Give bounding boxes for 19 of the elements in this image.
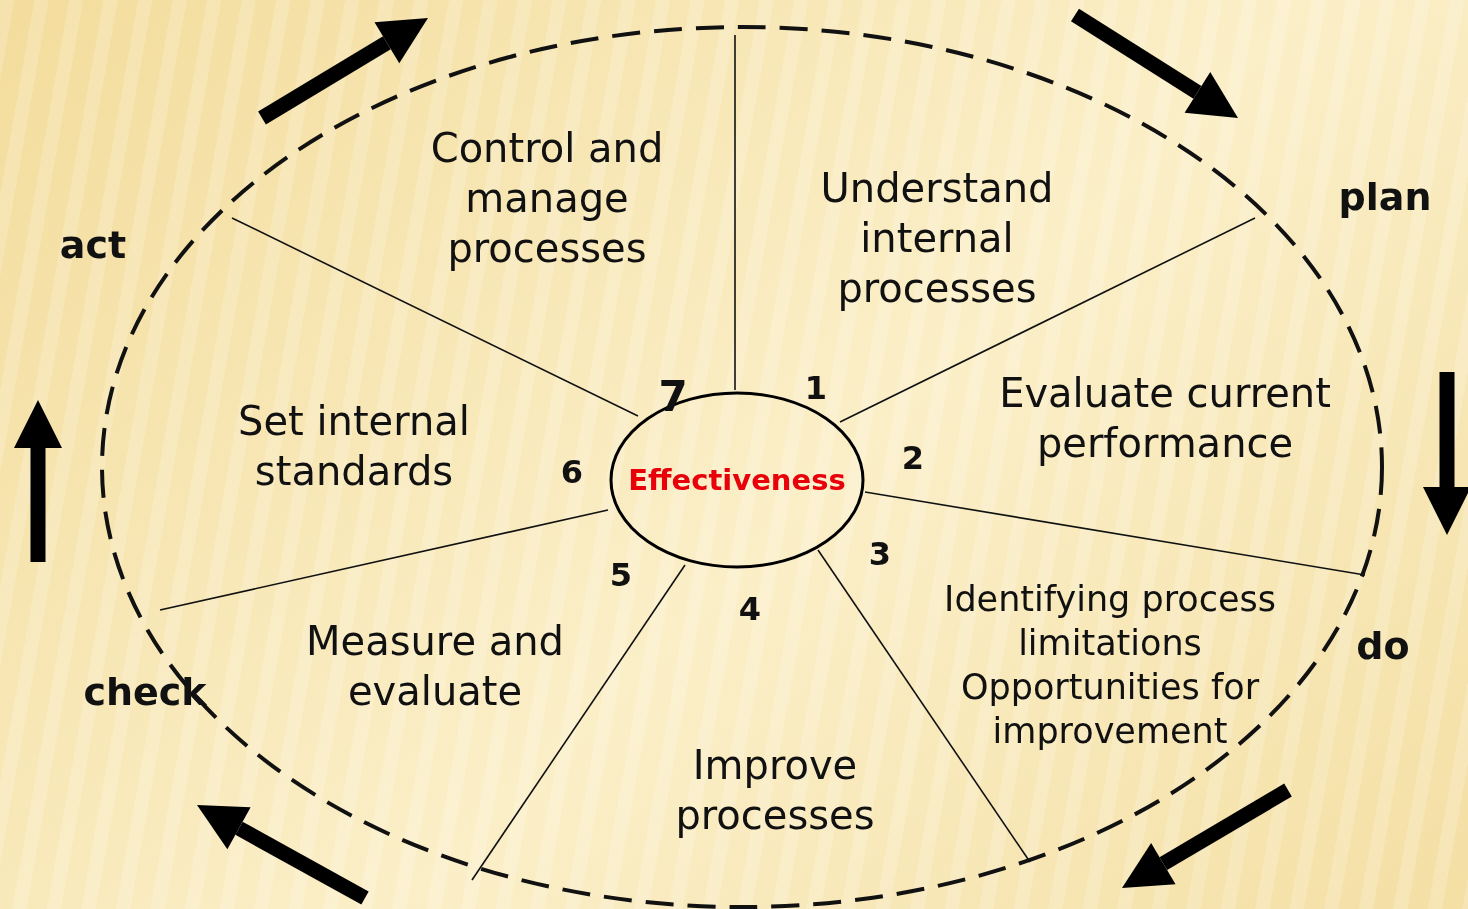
center-label: Effectiveness [628, 463, 846, 497]
step-number: 2 [901, 438, 925, 478]
sector-text: Measure and evaluate [305, 617, 565, 716]
phase-label: act [59, 222, 127, 270]
step-number: 4 [738, 589, 762, 629]
sector-text: Set internal standards [237, 397, 471, 496]
sector-text: Improve processes [674, 741, 876, 840]
phase-label: plan [1338, 174, 1432, 222]
sector-text: Opportunities for improvement [959, 666, 1261, 753]
step-number: 6 [560, 452, 584, 492]
phase-label: do [1356, 623, 1410, 671]
sector-text: Control and manage processes [429, 124, 665, 273]
sector-text: Evaluate current performance [998, 369, 1332, 468]
step-number: 5 [609, 555, 633, 595]
sector-text: Understand internal processes [819, 164, 1055, 313]
step-number: 1 [804, 368, 828, 408]
sector-text: Identifying process limitations [943, 578, 1277, 665]
phase-label: check [83, 669, 207, 717]
step-number: 3 [868, 534, 892, 574]
